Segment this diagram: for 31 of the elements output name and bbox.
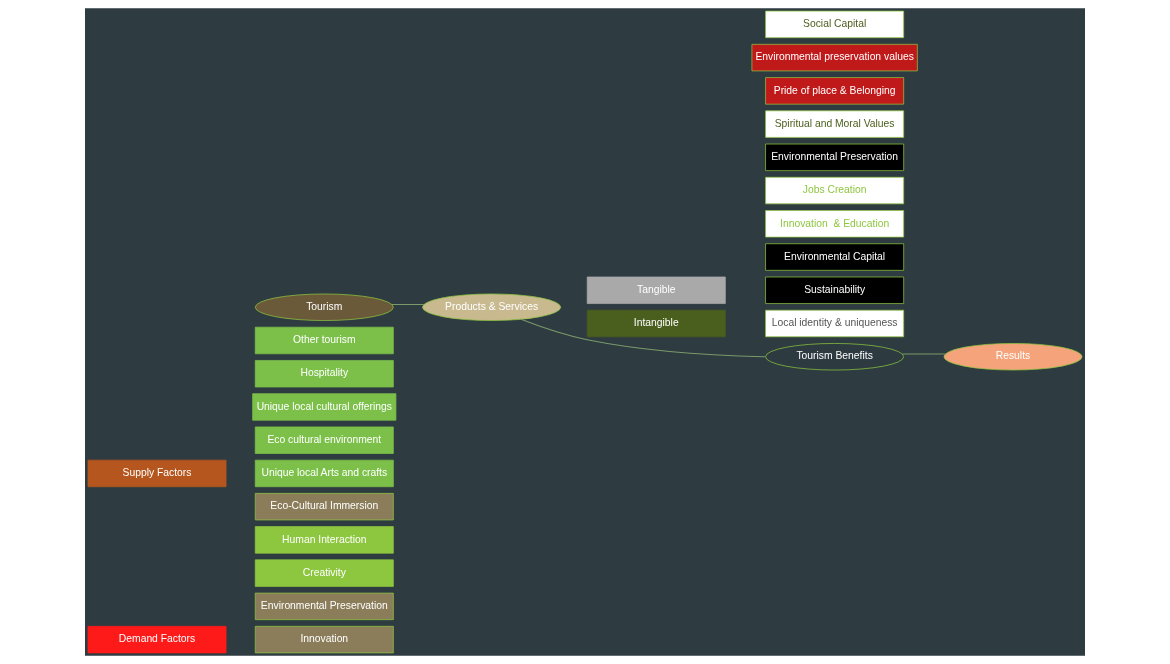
node-box: Local identity & uniqueness <box>765 309 905 338</box>
node-box: Intangible <box>586 309 726 338</box>
node-box: Spiritual and Moral Values <box>765 110 905 138</box>
node-box: Environmental Capital <box>765 243 905 271</box>
node-box: Environmental Preservation <box>765 143 905 171</box>
node-box: Creativity <box>254 559 394 587</box>
node-ellipse: Tourism Benefits <box>765 343 905 371</box>
node-box: Demand Factors <box>87 625 227 654</box>
connector <box>901 353 946 355</box>
node-box: Eco-Cultural Immersion <box>254 493 394 521</box>
node-box: Supply Factors <box>87 459 227 488</box>
node-ellipse: Results <box>943 343 1083 371</box>
node-box: Environmental preservation values <box>751 43 918 72</box>
node-box: Jobs Creation <box>765 176 905 205</box>
node-ellipse: Tourism <box>254 293 394 321</box>
node-box: Human Interaction <box>254 526 394 554</box>
node-box: Other tourism <box>254 326 394 355</box>
node-box: Pride of place & Belonging <box>765 77 905 105</box>
node-box: Unique local Arts and crafts <box>254 459 394 488</box>
connector <box>391 303 425 306</box>
node-box: Tangible <box>586 276 726 304</box>
node-box: Hospitality <box>254 360 394 388</box>
node-box: Social Capital <box>765 10 905 39</box>
connector <box>520 318 766 358</box>
node-box: Unique local cultural offerings <box>252 393 397 421</box>
node-box: Environmental Preservation <box>254 592 394 621</box>
node-box: Innovation & Education <box>765 210 905 238</box>
node-box: Eco cultural environment <box>254 426 394 454</box>
node-box: Innovation <box>254 625 394 654</box>
node-ellipse: Products & Services <box>422 293 561 321</box>
node-box: Sustainability <box>765 276 905 304</box>
